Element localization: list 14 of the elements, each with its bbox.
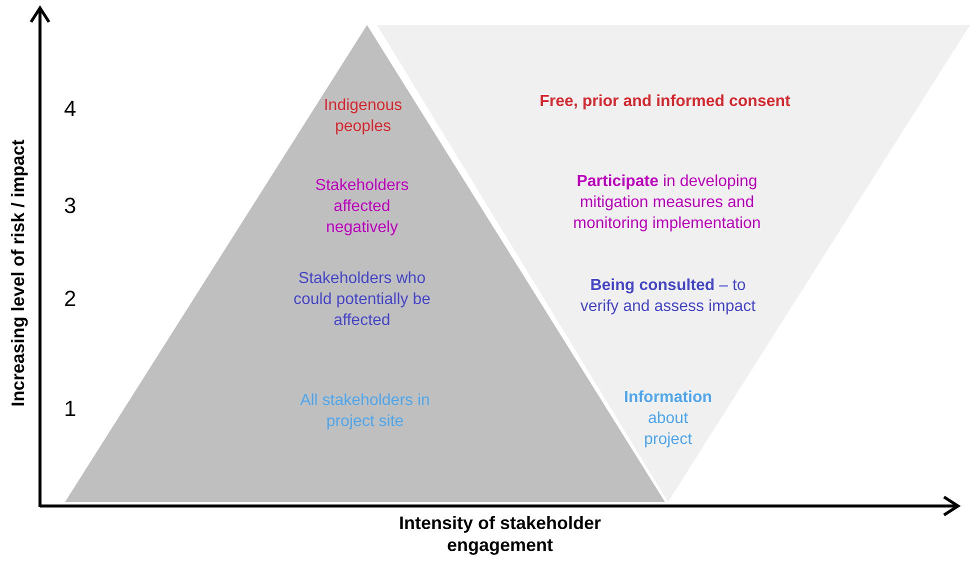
level-number: 4: [64, 98, 78, 120]
level-text: Being consulted – to verify and assess impact: [579, 276, 757, 317]
level-number: 1: [64, 398, 78, 420]
level-text: Participate in developing mitigation measures and monitoring implementation: [572, 172, 762, 234]
level-text: Indigenous peoples: [322, 96, 404, 137]
level-text: Stakeholders affected negatively: [314, 176, 410, 238]
x-axis-title: Intensity of stakeholder engagement: [398, 512, 602, 556]
level-text: Free, prior and informed consent: [538, 92, 792, 112]
level-number: 3: [64, 195, 78, 217]
level-text: All stakeholders in project site: [299, 391, 431, 432]
y-axis-title: Increasing level of risk / impact: [7, 138, 29, 409]
level-text: Information about project: [623, 388, 713, 450]
level-number: 2: [64, 288, 78, 310]
level-text: Stakeholders who could potentially be affected: [292, 269, 432, 331]
